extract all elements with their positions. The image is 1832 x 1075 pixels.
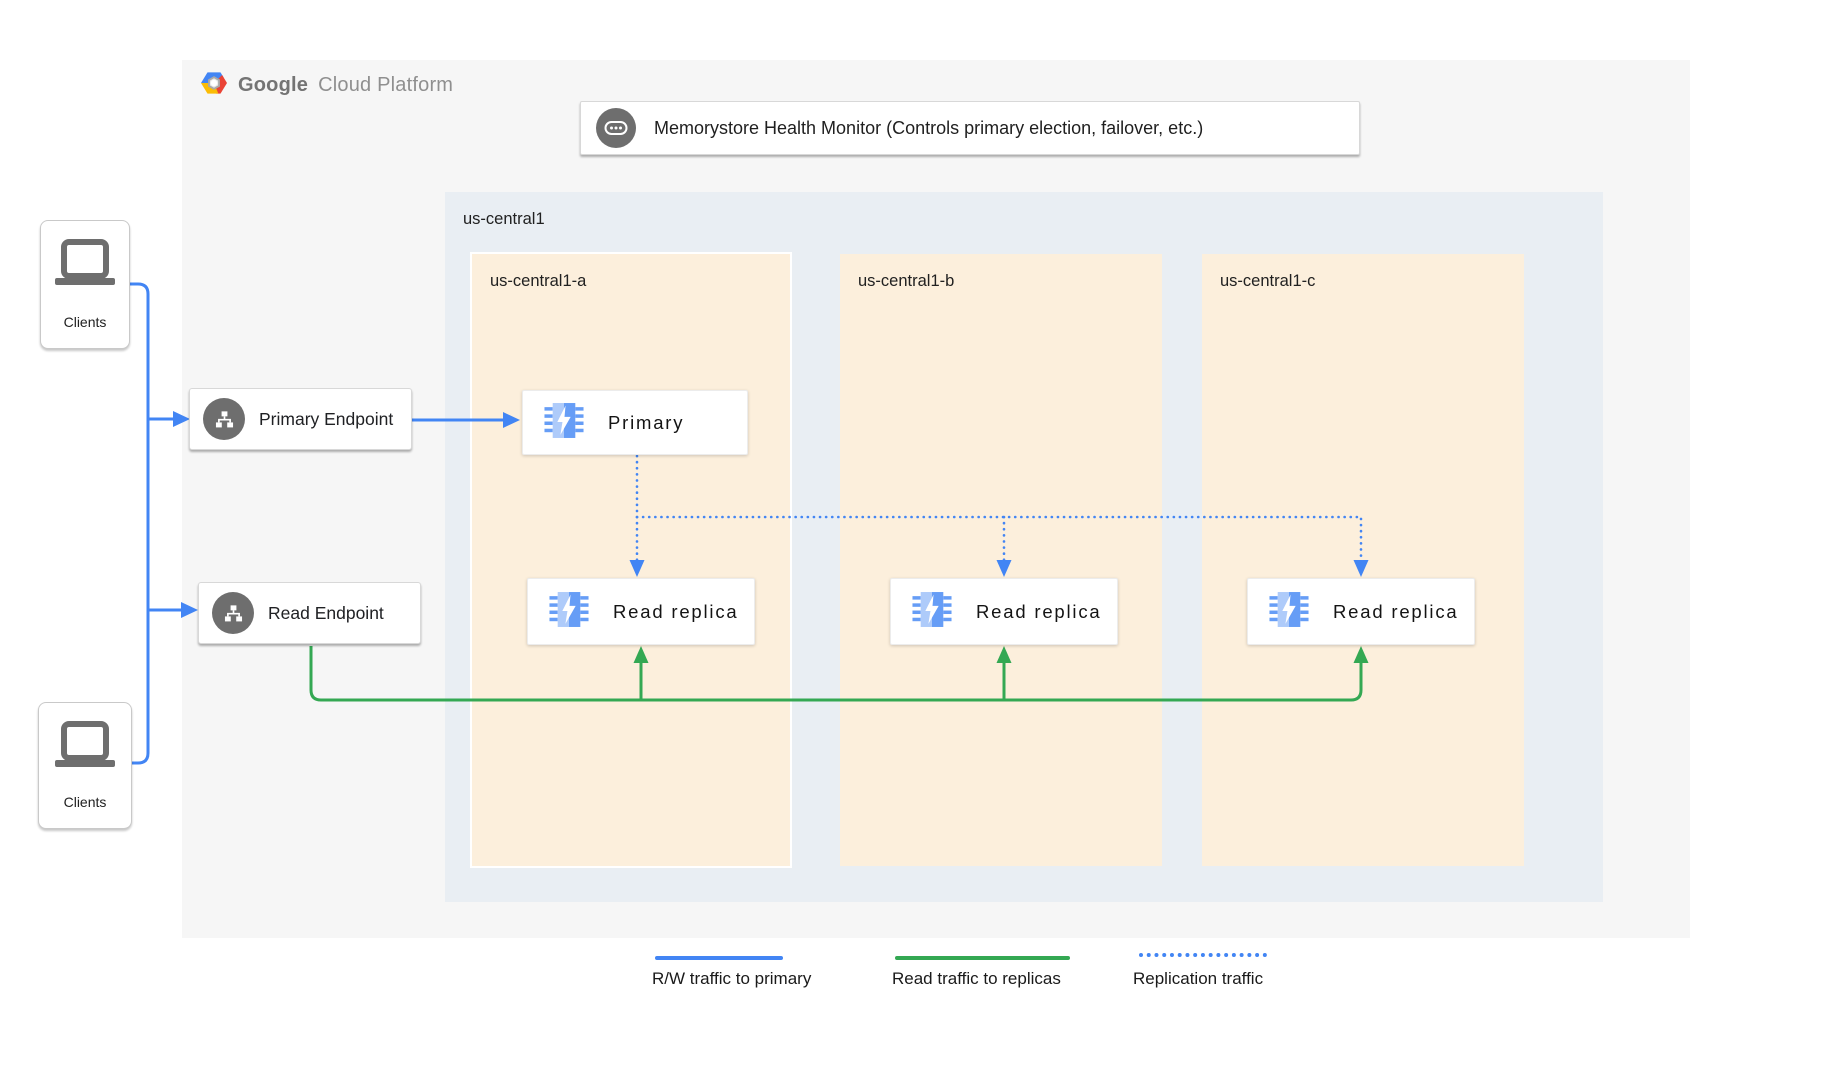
rw-traffic-lines [128,282,520,765]
network-endpoint-icon [203,398,245,440]
memorystore-icon [1269,591,1309,633]
primary-endpoint-box: Primary Endpoint [189,388,412,450]
read-replica-label: Read replica [1333,600,1459,622]
read-replica-box-a: Read replica [527,578,755,645]
zone-label: us-central1-a [490,272,587,290]
brand-google: Google [238,74,309,96]
clients-box-top: Clients [40,220,130,349]
primary-node-label: Primary [608,411,685,433]
primary-node-box: Primary [522,390,748,455]
legend-line-rw-traffic [655,956,783,960]
gcp-logo-icon [200,70,228,101]
clients-label: Clients [63,314,107,330]
read-traffic-lines [309,646,1369,702]
memorystore-icon [912,591,952,633]
laptop-icon [52,239,118,296]
read-endpoint-box: Read Endpoint [198,582,421,644]
primary-endpoint-label: Primary Endpoint [259,408,394,429]
health-monitor-icon [596,108,636,148]
health-monitor-box: Memorystore Health Monitor (Controls pri… [580,101,1360,155]
gcp-brand: Google Cloud Platform [200,70,453,101]
network-endpoint-icon [212,592,254,634]
clients-label: Clients [63,794,107,810]
legend-label-rw-traffic: R/W traffic to primary [652,969,812,988]
memorystore-icon [549,591,589,633]
memorystore-icon [544,402,584,444]
health-monitor-label: Memorystore Health Monitor (Controls pri… [654,117,1204,138]
brand-cloud-platform: Cloud Platform [318,74,454,96]
replication-traffic-lines [629,454,1369,577]
read-replica-label: Read replica [976,600,1102,622]
read-replica-box-c: Read replica [1247,578,1475,645]
legend-line-replication-traffic [1139,953,1267,957]
legend-label-read-traffic: Read traffic to replicas [892,969,1061,988]
region-label: us-central1 [463,210,545,228]
laptop-icon [52,721,118,778]
zone-label: us-central1-b [858,272,955,290]
clients-box-bottom: Clients [38,702,132,829]
zone-label: us-central1-c [1220,272,1316,290]
read-endpoint-label: Read Endpoint [268,602,384,623]
read-replica-box-b: Read replica [890,578,1118,645]
read-replica-label: Read replica [613,600,739,622]
legend-label-replication-traffic: Replication traffic [1133,969,1264,988]
legend-line-read-traffic [895,956,1070,960]
